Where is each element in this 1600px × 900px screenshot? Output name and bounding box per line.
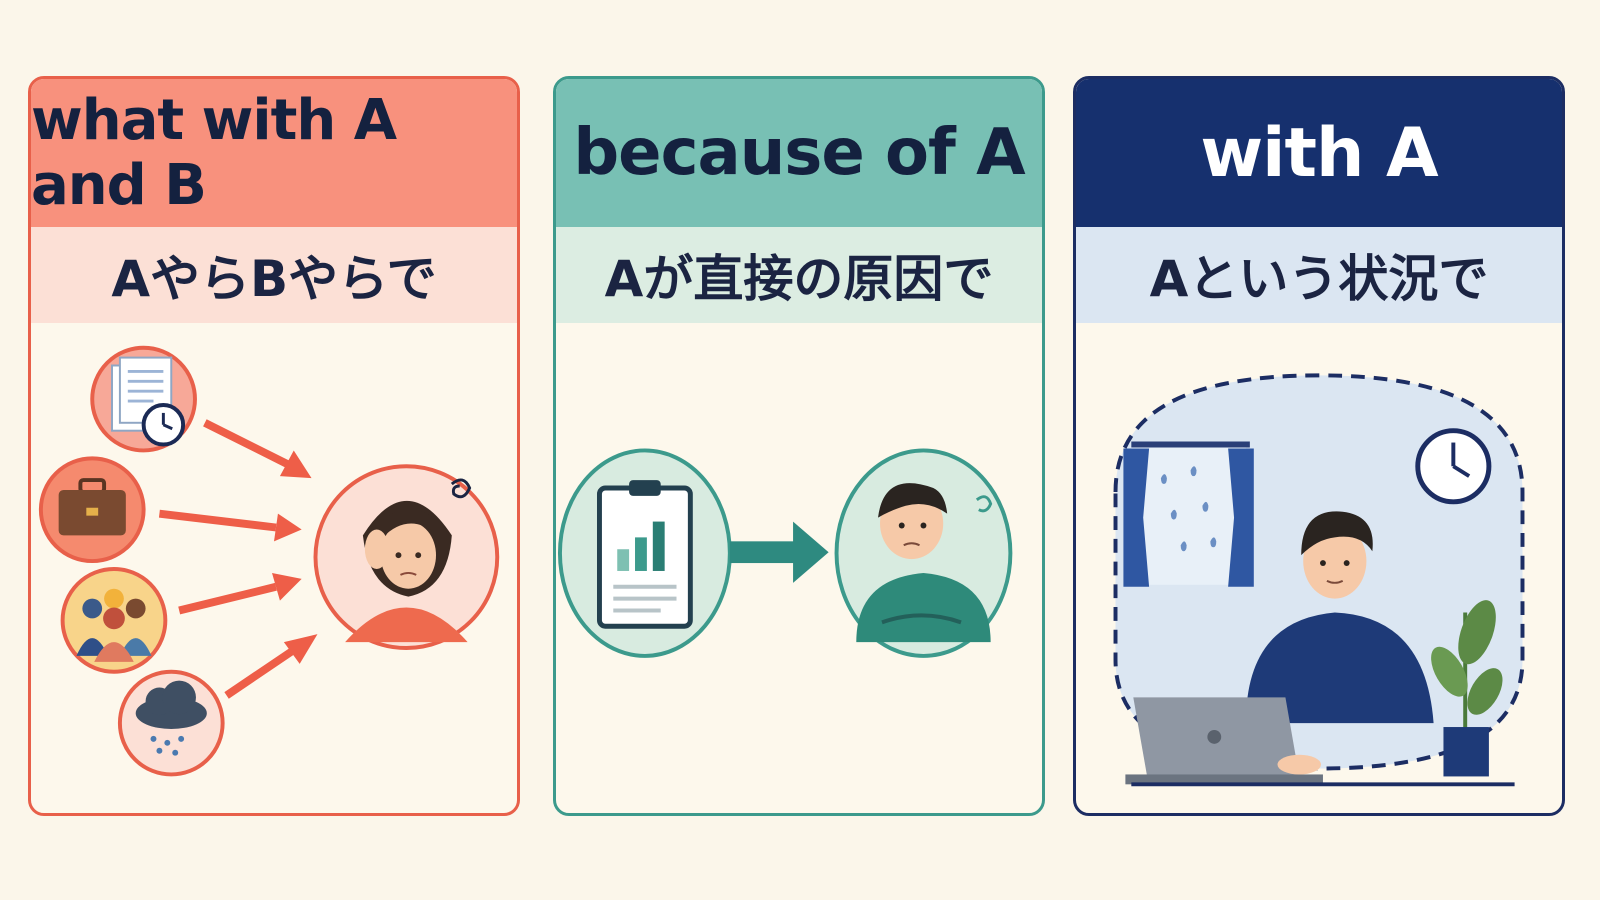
briefcase-icon (38, 456, 146, 564)
report-clipboard-icon (557, 448, 732, 658)
crowd-icon (60, 567, 168, 674)
card-title: with A (1076, 79, 1562, 227)
card-because-of: because of A Aが直接の原因で (553, 76, 1045, 816)
arrow-icons (158, 419, 318, 699)
worried-man-icon (834, 448, 1013, 658)
documents-clock-icon (90, 345, 197, 453)
illustration-direct-cause (557, 448, 1013, 658)
rainy-window-icon (1123, 441, 1254, 587)
card-what-with: what with A and B AやらBやらで (28, 76, 520, 816)
man-at-laptop-icon (1125, 511, 1434, 785)
illustration-situation (1113, 373, 1525, 787)
wall-clock-icon (1415, 428, 1492, 505)
potted-plant-icon (1431, 600, 1503, 777)
rain-cloud-icon (117, 669, 225, 777)
illustration-multiple-causes (38, 345, 500, 777)
card-with: with A Aという状況で (1073, 76, 1565, 816)
card-title: because of A (556, 79, 1042, 227)
arrow-right-icon (729, 521, 829, 583)
card-subtitle: Aという状況で (1076, 227, 1562, 323)
card-subtitle: AやらBやらで (31, 227, 517, 323)
stressed-woman-icon (313, 464, 500, 650)
card-subtitle: Aが直接の原因で (556, 227, 1042, 323)
card-title: what with A and B (31, 79, 517, 227)
